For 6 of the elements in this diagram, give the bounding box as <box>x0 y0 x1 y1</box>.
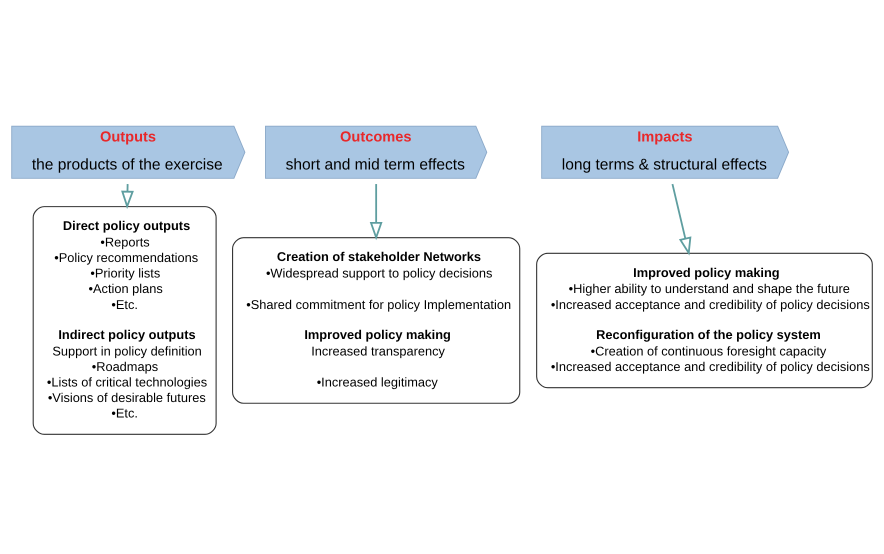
arrow <box>370 184 383 240</box>
arrow <box>672 183 692 256</box>
node-box: Improved policy making •Higher ability to understand and shape the future •Increased acceptance and credibility of policy decisions Reconfiguration of the policy system •Creation of continuous foresight capacity •Increased acceptance and credibility of policy decisions <box>536 252 873 388</box>
node-box: Direct policy outputs •Reports •Policy recommendations •Priority lists •Action plans •Etc. Indirect policy outputs Support in policy definition •Roadmaps •Lists of critical technologies •Visions of desirable futures •Etc. <box>32 206 217 434</box>
node-box: Creation of stakeholder Networks •Widespread support to policy decisions •Shared commitment for policy Implementation Improved policy making Increased transparency •Increased legitimacy <box>232 236 520 404</box>
arrow <box>121 184 134 209</box>
